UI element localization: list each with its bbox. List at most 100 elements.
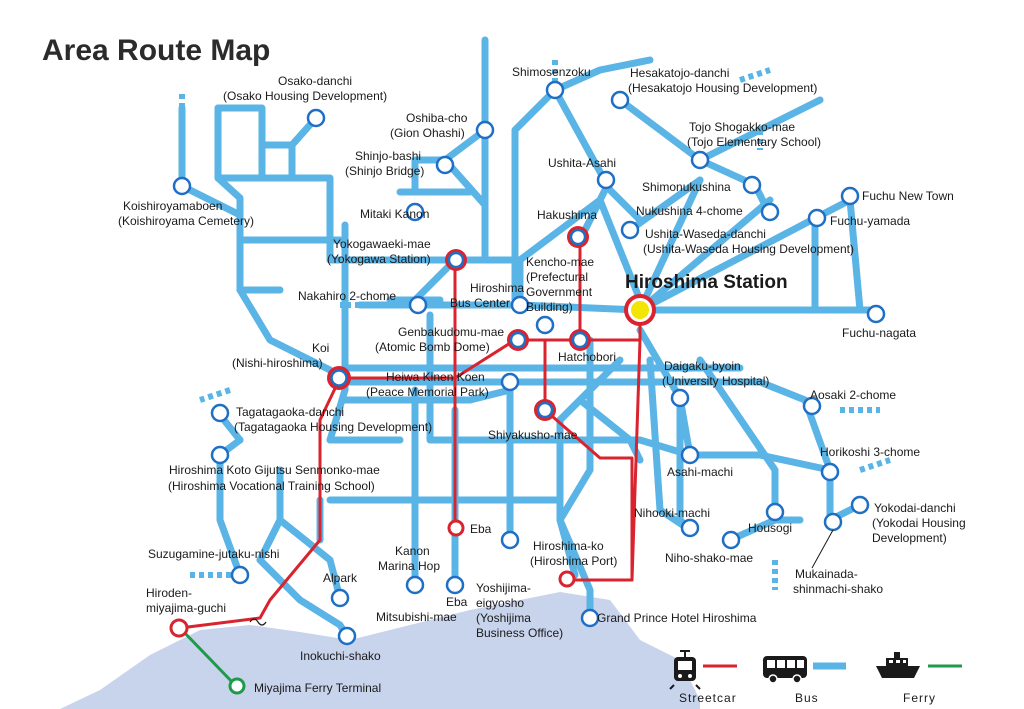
label-kencho-2: (Prefectural — [526, 270, 588, 284]
station-mitsubishi[interactable] — [445, 575, 465, 595]
station-fuchunt[interactable] — [840, 186, 860, 206]
station-tagata[interactable] — [210, 403, 230, 423]
label-mitaki: Mitaki Kanon — [360, 207, 429, 221]
label-nakahiro: Nakahiro 2-chome — [298, 289, 396, 303]
label-ferry-terminal: Miyajima Ferry Terminal — [254, 681, 381, 695]
label-genbaku: Genbakudomu-mae — [398, 325, 504, 339]
station-nakahiro[interactable] — [408, 295, 428, 315]
label-yoshijima-2: eigyosho — [476, 596, 524, 610]
station-nukushina[interactable] — [760, 202, 780, 222]
label-alpark: Alpark — [323, 571, 358, 585]
label-housogi: Housogi — [748, 521, 792, 535]
station-horikoshi[interactable] — [820, 462, 840, 482]
station-port[interactable] — [558, 570, 576, 588]
label-koishiro: Koishiroyamaboen — [123, 199, 222, 213]
station-alpark[interactable] — [330, 588, 350, 608]
station-ferry-terminal[interactable] — [228, 677, 246, 695]
station-koto[interactable] — [210, 445, 230, 465]
label-horikoshi: Horikoshi 3-chome — [820, 445, 920, 459]
legend-streetcar-label: Streetcar — [679, 691, 737, 705]
station-yokogawa[interactable] — [445, 249, 467, 271]
station-grand[interactable] — [580, 608, 600, 628]
station-shiyaku[interactable] — [534, 399, 556, 421]
station-inokuchi[interactable] — [337, 626, 357, 646]
label-osako: Osako-danchi — [278, 74, 352, 88]
station-osako[interactable] — [306, 108, 326, 128]
station-yoshijima[interactable] — [500, 530, 520, 550]
label-yokodai: Yokodai-danchi — [874, 501, 956, 515]
station-asahi[interactable] — [680, 445, 700, 465]
station-ushita[interactable] — [596, 170, 616, 190]
station-oshiba[interactable] — [475, 120, 495, 140]
label-kencho-4: Building) — [526, 300, 573, 314]
station-heiwa[interactable] — [500, 372, 520, 392]
label-yokodai-2: (Yokodai Housing — [872, 516, 966, 530]
station-nihooki[interactable] — [680, 518, 700, 538]
station-mitaki[interactable] — [405, 202, 425, 222]
streetcar-stops — [169, 519, 576, 638]
label-fuchunt: Fuchu New Town — [862, 189, 954, 203]
label-yokodai-3: Development) — [872, 531, 947, 545]
station-yokodai[interactable] — [850, 495, 870, 515]
label-nihooki: Nihooki-machi — [634, 506, 710, 520]
label-tojo-sub: (Tojo Elementary School) — [687, 135, 821, 149]
bus-continuations — [179, 40, 891, 590]
label-shiyaku: Shiyakusho-mae — [488, 428, 578, 442]
label-miyaguchi-sub: miyajima-guchi — [146, 601, 226, 615]
label-waseda: Ushita-Waseda-danchi — [645, 227, 766, 241]
label-shinjo: Shinjo-bashi — [355, 149, 421, 163]
label-ushita: Ushita-Asahi — [548, 156, 616, 170]
label-fuchunaga: Fuchu-nagata — [842, 326, 916, 340]
station-mukainada[interactable] — [823, 512, 843, 532]
station-nihoshako[interactable] — [721, 530, 741, 550]
label-yokogawa: Yokogawaeki-mae — [333, 237, 431, 251]
label-heiwa-sub: (Peace Memorial Park) — [366, 385, 489, 399]
station-shinjo[interactable] — [435, 155, 455, 175]
station-daigaku[interactable] — [670, 388, 690, 408]
label-hakushima: Hakushima — [537, 208, 597, 222]
label-aosaki: Aosaki 2-chome — [810, 388, 896, 402]
station-housogi[interactable] — [765, 502, 785, 522]
station-buscenter[interactable] — [510, 295, 530, 315]
station-labels: Osako-danchi (Osako Housing Development)… — [118, 65, 966, 695]
station-shimosen[interactable] — [545, 80, 565, 100]
station-tojo[interactable] — [690, 150, 710, 170]
station-fuchunaga[interactable] — [866, 304, 886, 324]
station-shimonuku[interactable] — [742, 175, 762, 195]
station-suzu[interactable] — [230, 565, 250, 585]
mukainada-leader — [811, 529, 834, 569]
island-shore — [640, 640, 700, 709]
label-shimosen: Shimosenzoku — [512, 65, 591, 79]
station-hesaka[interactable] — [610, 90, 630, 110]
label-port: Hiroshima-ko — [533, 539, 604, 553]
station-eba[interactable] — [447, 519, 465, 537]
station-kanon[interactable] — [405, 575, 425, 595]
station-miyaguchi[interactable] — [169, 618, 189, 638]
label-tagata: Tagatagaoka-danchi — [236, 405, 344, 419]
station-aosaki[interactable] — [802, 396, 822, 416]
station-kencho[interactable] — [535, 315, 555, 335]
station-hiroshima[interactable] — [624, 294, 656, 326]
label-oshiba: Oshiba-cho — [406, 111, 468, 125]
station-koi[interactable] — [327, 366, 351, 390]
station-genbaku[interactable] — [507, 329, 529, 351]
station-waseda[interactable] — [620, 220, 640, 240]
label-hesaka: Hesakatojo-danchi — [630, 66, 729, 80]
line-break-mark — [249, 618, 267, 626]
station-koishiro[interactable] — [172, 176, 192, 196]
label-yoshijima-3: (Yoshijima — [476, 611, 531, 625]
bus-icon — [763, 656, 807, 684]
label-genbaku-sub: (Atomic Bomb Dome) — [375, 340, 490, 354]
station-hatchobori[interactable] — [569, 329, 591, 351]
label-mitsubishi: Mitsubishi-mae — [376, 610, 457, 624]
label-hesaka-sub: (Hesakatojo Housing Development) — [628, 81, 817, 95]
bus-network — [178, 36, 874, 640]
label-shimonuku: Shimonukushina — [642, 180, 731, 194]
label-yokogawa-sub: (Yokogawa Station) — [327, 252, 431, 266]
station-fuchuyama[interactable] — [807, 208, 827, 228]
station-hakushima[interactable] — [567, 226, 589, 248]
label-buscenter-sub: Bus Center — [450, 296, 510, 310]
label-daigaku-sub: (University Hospital) — [662, 374, 769, 388]
label-oshiba-sub: (Gion Ohashi) — [390, 126, 465, 140]
